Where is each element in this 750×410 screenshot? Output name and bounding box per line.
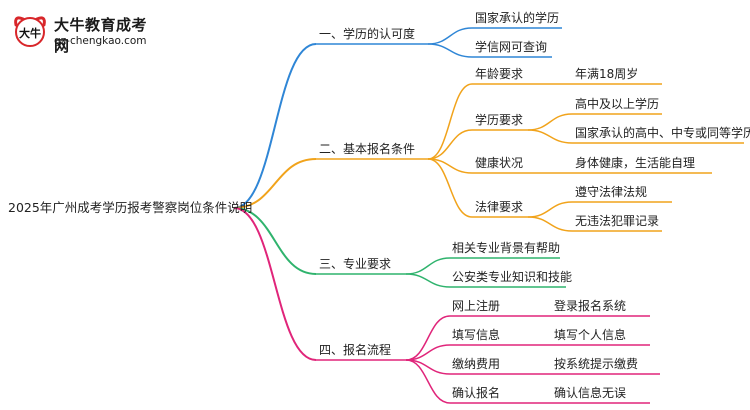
edge-b4-c4 bbox=[405, 359, 451, 404]
node-4-4-1: 确认信息无误 bbox=[554, 386, 627, 400]
node-1-1: 国家承认的学历 bbox=[475, 11, 560, 25]
edge-b2-c2-1 bbox=[527, 113, 573, 131]
emblem-text: 大牛 bbox=[19, 26, 41, 40]
branch-4-label: 四、报名流程 bbox=[319, 343, 392, 357]
node-4-1: 网上注册 bbox=[452, 299, 501, 313]
node-2-3: 健康状况 bbox=[475, 156, 524, 170]
node-2-4-1: 遵守法律法规 bbox=[575, 185, 648, 199]
root-node: 2025年广州成考学历报考警察岗位条件说明 bbox=[8, 200, 253, 215]
edge-b2-c4-1 bbox=[527, 201, 573, 218]
logo-title: 大牛教育成考网 bbox=[54, 16, 148, 55]
edge-b4-c1 bbox=[405, 315, 451, 361]
node-4-2-1: 填写个人信息 bbox=[554, 328, 627, 342]
node-2-2: 学历要求 bbox=[475, 113, 524, 127]
logo-url: gz-chengkao.com bbox=[54, 35, 147, 47]
node-2-2-2: 国家承认的高中、中专或同等学历 bbox=[575, 126, 750, 140]
edge-b2-c2 bbox=[427, 129, 473, 160]
edge-b3-c1 bbox=[405, 257, 451, 275]
node-4-4: 确认报名 bbox=[452, 386, 501, 400]
edge-b2-c4 bbox=[427, 158, 473, 218]
node-3-2: 公安类专业知识和技能 bbox=[452, 270, 573, 284]
branch-3-label: 三、专业要求 bbox=[319, 257, 392, 271]
edge-b2-c4-2 bbox=[527, 216, 573, 232]
edge-b2-c1 bbox=[427, 83, 473, 160]
edge-b2-c2-2 bbox=[527, 129, 573, 144]
node-3-1: 相关专业背景有帮助 bbox=[452, 241, 561, 255]
node-1-2: 学信网可查询 bbox=[475, 40, 548, 54]
node-4-3-1: 按系统提示缴费 bbox=[554, 357, 639, 371]
edge-b3-c2 bbox=[405, 273, 451, 288]
node-2-2-1: 高中及以上学历 bbox=[575, 97, 660, 111]
node-2-1: 年龄要求 bbox=[475, 67, 524, 81]
edge-root-b2 bbox=[233, 158, 317, 209]
site-logo[interactable]: 大牛 大牛教育成考网 gz-chengkao.com bbox=[12, 13, 162, 55]
branch-2-label: 二、基本报名条件 bbox=[319, 142, 416, 156]
node-4-1-1: 登录报名系统 bbox=[554, 299, 627, 313]
node-2-4: 法律要求 bbox=[475, 200, 524, 214]
edge-b1-c2 bbox=[427, 43, 473, 58]
node-2-4-2: 无违法犯罪记录 bbox=[575, 214, 660, 228]
branch-1-label: 一、学历的认可度 bbox=[319, 27, 416, 41]
node-2-3-1: 身体健康，生活能自理 bbox=[575, 156, 696, 170]
node-4-3: 缴纳费用 bbox=[452, 357, 501, 371]
ox-head-icon: 大牛 bbox=[14, 16, 46, 47]
edge-b1-c1 bbox=[427, 27, 473, 45]
node-4-2: 填写信息 bbox=[452, 328, 501, 342]
edge-root-b4 bbox=[233, 207, 317, 361]
node-2-1-1: 年满18周岁 bbox=[575, 67, 639, 81]
edge-root-b1 bbox=[233, 43, 317, 209]
edge-root-b3 bbox=[233, 207, 317, 275]
